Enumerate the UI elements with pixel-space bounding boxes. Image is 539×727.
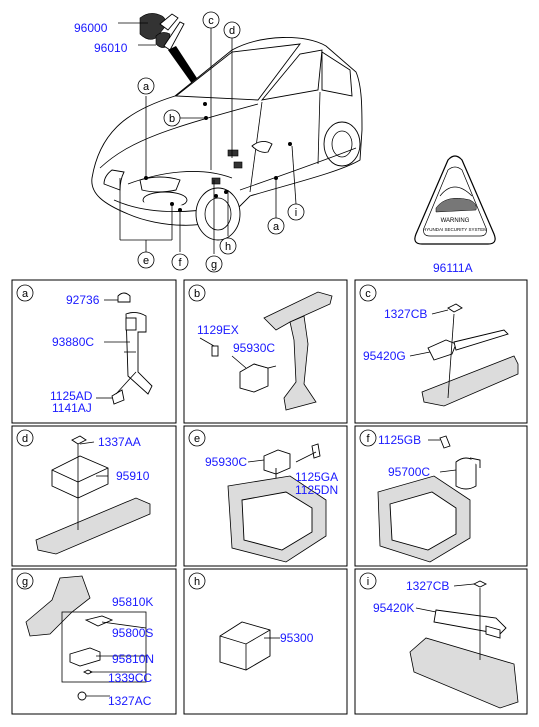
key-fob-icon [139,13,185,51]
callout-f: f [171,253,189,271]
svg-text:a: a [273,221,280,233]
part-96000-label: 96000 [74,21,108,35]
part-1125ad-label: 1125AD [50,389,93,403]
panel-f: f 1125GB 95700C [359,429,481,563]
part-1125gb-label: 1125GB [378,433,421,447]
part-95930c-label: 95930C [233,341,275,355]
callout-b: b [163,109,181,127]
panel-b: b 1129EX 95930C [188,284,333,411]
part-93880c-label: 93880C [52,335,94,349]
part-92736-label: 92736 [66,293,100,307]
svg-text:i: i [367,576,369,588]
svg-text:g: g [211,259,217,271]
panel-d-letter: d [16,429,34,447]
part-1129ex-label: 1129EX [197,323,239,337]
svg-text:d: d [22,433,28,445]
svg-text:f: f [366,433,370,445]
svg-text:b: b [194,288,200,300]
part-96111a-label: 96111A [433,261,473,275]
panel-c-letter: c [359,284,377,302]
part-95420g-label: 95420G [363,349,406,363]
svg-text:g: g [22,576,28,588]
panel-h-letter: h [188,572,206,590]
part-1125ga-label: 1125GA [295,470,338,484]
svg-text:a: a [22,288,29,300]
callout-a-top: a [137,77,155,95]
panel-f-letter: f [359,429,377,447]
car-overview: 96000 96010 a b c d e f g [74,11,363,273]
svg-text:e: e [194,433,200,445]
warning-sticker-subtitle: HYUNDAI SECURITY SYSTEM [423,227,487,232]
svg-text:c: c [208,15,214,27]
part-95420k-label: 95420K [373,601,414,615]
panel-i-letter: i [359,572,377,590]
panel-e-letter: e [188,429,206,447]
part-1141aj-label: 1141AJ [52,401,92,415]
overview-leaders [118,22,297,254]
callout-c: c [202,11,220,29]
part-1339cc-label: 1339CC [108,671,152,685]
panel-d: d 1337AA 95910 [16,429,151,555]
panel-a: a 92736 93880C 1125AD 1141AJ [16,284,153,415]
panel-a-letter: a [16,284,34,302]
panel-b-letter: b [188,284,206,302]
svg-text:h: h [225,241,231,253]
panel-h: h 95300 [188,572,314,671]
part-1337aa-label: 1337AA [98,435,141,449]
warning-sticker: WARNING HYUNDAI SECURITY SYSTEM [414,155,496,245]
panel-c: c 1327CB 95420G [359,284,519,407]
svg-text:e: e [143,255,149,267]
part-1327cb-i-label: 1327CB [406,579,449,593]
part-95800s-label: 95800S [112,626,153,640]
callout-h: h [219,237,237,255]
svg-text:f: f [178,257,182,269]
part-95700c-label: 95700C [388,465,430,479]
car-body [91,37,363,241]
svg-text:a: a [143,81,150,93]
panel-grid [11,279,528,715]
callout-e: e [137,251,155,269]
part-1327ac-label: 1327AC [108,694,152,708]
part-96010-label: 96010 [94,41,128,55]
part-95910-label: 95910 [116,469,150,483]
callout-d: d [223,21,241,39]
part-95810n-label: 95810N [112,652,154,666]
part-1327cb-label: 1327CB [384,307,427,321]
svg-text:i: i [295,207,297,219]
panel-e: e 95930C 1125GA 1125DN [188,429,338,563]
svg-text:d: d [229,25,235,37]
svg-text:c: c [365,288,371,300]
callout-g: g [205,255,223,273]
svg-text:b: b [169,113,175,125]
part-95300-label: 95300 [280,631,314,645]
callout-i: i [287,203,305,221]
part-95810k-label: 95810K [112,595,153,609]
panel-g-letter: g [16,572,34,590]
warning-sticker-title: WARNING [441,218,470,224]
callout-a-bottom: a [267,217,285,235]
svg-text:h: h [194,576,200,588]
panel-g: g 95810K 95800S 95810N 1339CC 1327AC [16,572,154,708]
part-1125dn-label: 1125DN [295,483,338,497]
panel-i: i 1327CB 95420K [359,572,519,709]
part-95930c-e-label: 95930C [205,455,247,469]
